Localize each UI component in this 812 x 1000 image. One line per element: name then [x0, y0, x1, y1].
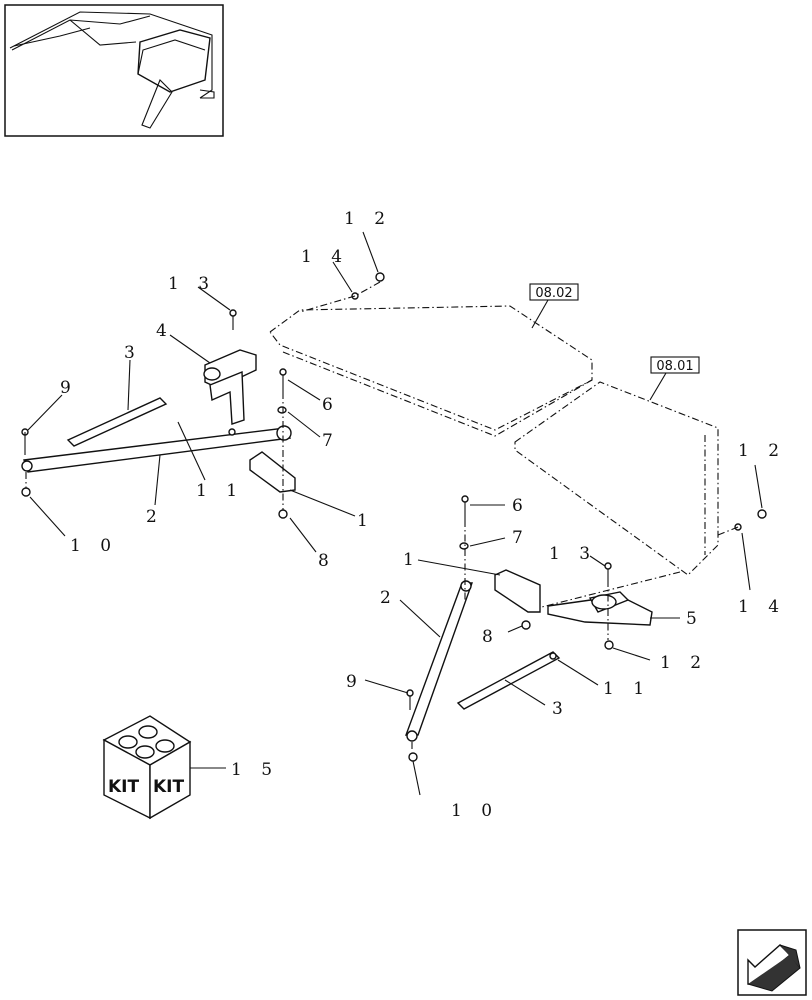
callout-leaders	[27, 231, 763, 796]
svg-text:08.02: 08.02	[535, 286, 572, 301]
callout-11: 1 1	[196, 481, 244, 501]
callout-3-right: 3	[552, 699, 570, 719]
right-assembly	[404, 495, 767, 762]
callout-7-right: 7	[512, 528, 530, 548]
callout-numbers: 1 2 1 4 1 3 4 3 9 6 7 1 1 2 1 1 0 8 1 2 …	[60, 209, 786, 821]
callout-12-right: 1 2	[738, 441, 786, 461]
callout-13: 1 3	[168, 274, 216, 294]
callout-7: 7	[322, 431, 340, 451]
callout-8: 8	[318, 551, 336, 571]
callout-9-right: 9	[346, 672, 364, 692]
support-rod-right	[456, 651, 561, 710]
callout-9: 9	[60, 378, 78, 398]
callout-6-right: 6	[512, 496, 530, 516]
callout-1-right: 1	[403, 550, 421, 570]
overview-thumbnail[interactable]	[4, 4, 224, 137]
left-assembly	[21, 272, 385, 519]
callout-1: 1	[357, 511, 375, 531]
callout-14-right: 1 4	[738, 597, 786, 617]
callout-5: 5	[686, 609, 704, 629]
callout-4: 4	[156, 321, 174, 341]
kit-label-left: KIT	[108, 777, 139, 797]
reference-tag-08-01[interactable]: 08.01	[649, 356, 700, 401]
callout-2: 2	[146, 507, 164, 527]
brace-rod-right	[404, 582, 473, 736]
callout-10: 1 0	[70, 536, 118, 556]
angle-bracket-left	[249, 451, 296, 493]
callout-12: 1 2	[344, 209, 392, 229]
callout-13-right: 1 3	[549, 544, 597, 564]
support-rod-left	[66, 397, 168, 447]
panel-outline-upper	[269, 305, 593, 437]
callout-2-right: 2	[380, 588, 398, 608]
callout-3: 3	[124, 343, 142, 363]
reference-tag-08-02[interactable]: 08.02	[529, 283, 579, 329]
callout-8-right: 8	[482, 627, 500, 647]
angle-bracket-right	[494, 569, 541, 613]
callout-12-lower: 1 2	[660, 653, 708, 673]
kit-label-right: KIT	[153, 777, 184, 797]
svg-text:08.01: 08.01	[656, 359, 693, 374]
kit-box[interactable]: KIT KIT	[102, 715, 192, 820]
bolt-13-left	[229, 309, 237, 317]
callout-15: 1 5	[231, 760, 279, 780]
panel-outline-lower	[514, 381, 719, 611]
navigation-arrow-icon[interactable]	[737, 929, 807, 996]
callout-14: 1 4	[301, 247, 349, 267]
callout-11-right: 1 1	[603, 679, 651, 699]
callout-10-right: 1 0	[451, 801, 499, 821]
callout-6: 6	[322, 395, 340, 415]
